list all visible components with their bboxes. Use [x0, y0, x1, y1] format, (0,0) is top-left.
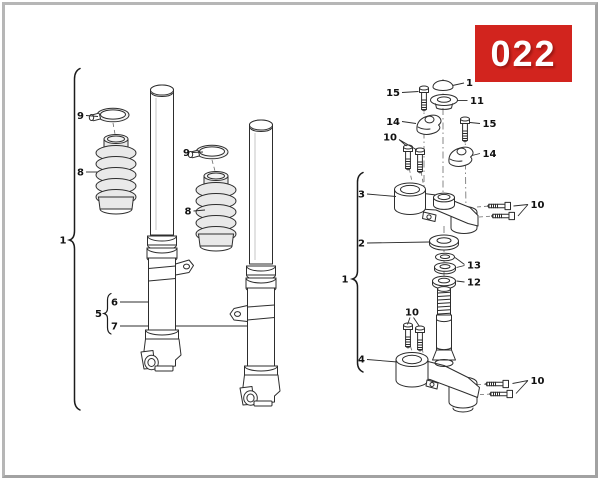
bolt-10-upper-left-b: [415, 147, 425, 174]
part-label-14-front: 14: [386, 117, 400, 128]
dust-boot-front: [95, 134, 137, 215]
part-label-4: 4: [358, 355, 365, 366]
fork-leg-rear: [229, 119, 281, 407]
bolt-10-lower-left-b: [415, 325, 425, 352]
part-label-5: 5: [95, 309, 102, 320]
group-brace-5: [101, 292, 112, 335]
leader-lines: [85, 82, 529, 394]
bolt-10-upper-left-a: [403, 144, 413, 171]
handlebar-riser-rear: [448, 146, 474, 167]
part-label-8-front: 8: [77, 168, 84, 179]
part-label-13: 13: [467, 261, 481, 272]
part-label-2: 2: [358, 239, 365, 250]
bolt-15-rear: [460, 116, 470, 143]
part-label-10-upper-right: 10: [531, 200, 545, 211]
page-number-badge: 022: [475, 25, 572, 82]
group-brace-left-assembly: [66, 67, 81, 411]
part-label-10-lower-right: 10: [531, 376, 545, 387]
dust-boot-rear: [195, 171, 237, 252]
part-label-15-front: 15: [386, 88, 400, 99]
upper-triple-clamp: [394, 182, 479, 234]
group-brace-right-assembly: [349, 171, 364, 373]
part-labels: 1 9 8 9 8 5 6 7 1 11 15 14 15 14 10 3 10…: [60, 78, 545, 387]
part-label-15-rear: 15: [483, 119, 497, 130]
part-label-9-front: 9: [77, 111, 84, 122]
bolt-10-upper-right-b: [491, 211, 515, 221]
part-label-8-rear: 8: [185, 207, 192, 218]
part-label-1-right: 1: [342, 275, 349, 286]
part-label-6: 6: [111, 298, 118, 309]
washer-12: [432, 275, 456, 290]
washer-2: [429, 234, 459, 251]
bolt-15-front: [419, 85, 429, 112]
handlebar-riser-front: [416, 114, 442, 135]
part-label-9-rear: 9: [183, 148, 190, 159]
fork-leg-front: [140, 84, 194, 372]
stem-nut: [430, 94, 458, 110]
bolt-10-lower-right-a: [485, 379, 509, 389]
part-label-1-cap: 1: [466, 78, 473, 89]
washer-13-a: [435, 252, 455, 262]
part-label-1-left: 1: [60, 236, 67, 247]
part-label-7: 7: [111, 322, 118, 333]
part-label-14-rear: 14: [483, 149, 497, 160]
part-label-3: 3: [358, 190, 365, 201]
bolt-10-lower-right-b: [489, 389, 513, 399]
part-label-11: 11: [470, 96, 484, 107]
bolt-10-lower-left-a: [403, 322, 413, 349]
stem-cap: [432, 80, 454, 91]
boot-clamp-front: [88, 107, 130, 123]
part-label-10-lower-left: 10: [405, 308, 419, 319]
page-number-text: 022: [490, 32, 557, 74]
part-label-10-upper-left: 10: [383, 133, 397, 144]
washer-13-b: [434, 262, 456, 275]
lower-triple-clamp: [395, 286, 480, 413]
bolt-10-upper-right-a: [487, 201, 511, 211]
part-label-12: 12: [467, 278, 481, 289]
